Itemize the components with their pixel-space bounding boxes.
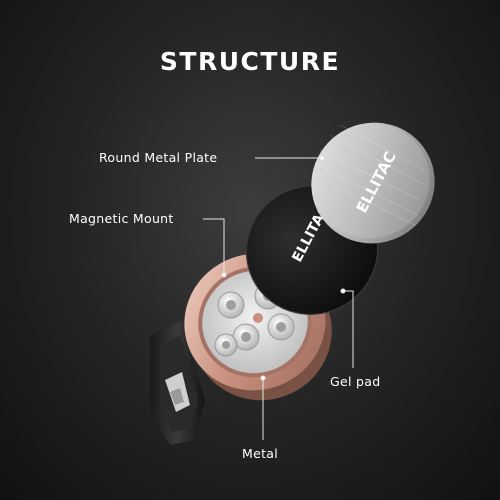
leader-dot-gel-pad <box>340 288 346 294</box>
leader-dot-metal <box>260 375 266 381</box>
leader-dot-mount <box>221 272 227 278</box>
label-round-metal-plate: Round Metal Plate <box>99 150 218 165</box>
label-metal: Metal <box>242 446 279 461</box>
page-title: STRUCTURE <box>159 47 341 76</box>
leader-lines <box>203 155 354 440</box>
vent-clip <box>150 320 205 445</box>
leader-line-gel-pad <box>343 290 354 368</box>
leader-line-mount <box>203 218 225 275</box>
leader-dot-plate <box>319 155 325 161</box>
label-magnetic-mount: Magnetic Mount <box>69 211 174 226</box>
label-gel-pad: Gel pad <box>330 374 381 389</box>
round-metal-plate: ELLITAC <box>311 122 435 244</box>
